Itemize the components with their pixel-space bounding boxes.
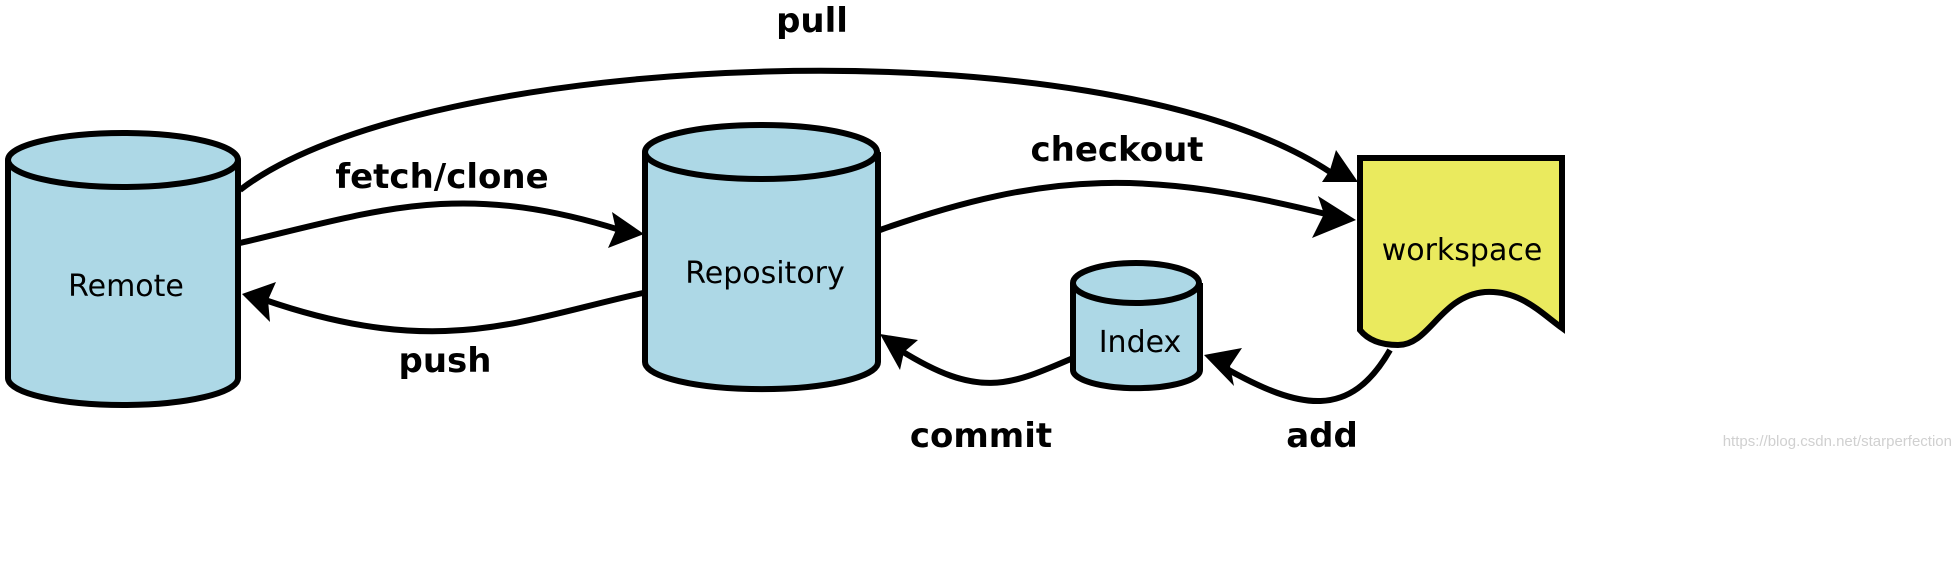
arrowhead-icon — [242, 282, 276, 322]
node-index: Index — [1070, 260, 1203, 392]
edge-label-fetch-clone: fetch/clone — [335, 157, 548, 197]
repository-cylinder-icon — [642, 152, 881, 393]
edge-checkout — [879, 179, 1356, 238]
node-repository: Repository — [642, 122, 881, 393]
edge-push — [242, 282, 644, 335]
arrowhead-icon — [1312, 196, 1356, 238]
node-label-workspace: workspace — [1382, 233, 1543, 268]
edge-add — [1204, 348, 1393, 405]
edge-fetch-clone — [239, 200, 644, 248]
node-label-repository: Repository — [685, 256, 845, 291]
arrowhead-icon — [880, 334, 918, 370]
edge-label-pull: pull — [776, 1, 848, 41]
edge-pull — [238, 67, 1358, 193]
arrowhead-icon — [1322, 150, 1358, 182]
workspace-document-icon — [1357, 155, 1565, 349]
node-label-index: Index — [1099, 325, 1182, 360]
edge-label-commit: commit — [910, 416, 1052, 456]
node-remote: Remote — [5, 130, 241, 408]
watermark: https://blog.csdn.net/starperfection — [1723, 433, 1952, 450]
edge-commit — [880, 334, 1075, 386]
node-workspace: workspace — [1357, 155, 1565, 349]
edge-label-push: push — [399, 341, 492, 381]
arrowhead-icon — [1204, 348, 1242, 386]
index-cylinder-icon — [1070, 283, 1203, 392]
edge-label-add: add — [1286, 416, 1358, 456]
node-label-remote: Remote — [68, 269, 184, 304]
remote-cylinder-icon — [5, 160, 241, 408]
edge-label-checkout: checkout — [1030, 130, 1203, 170]
arrowhead-icon — [608, 212, 644, 248]
